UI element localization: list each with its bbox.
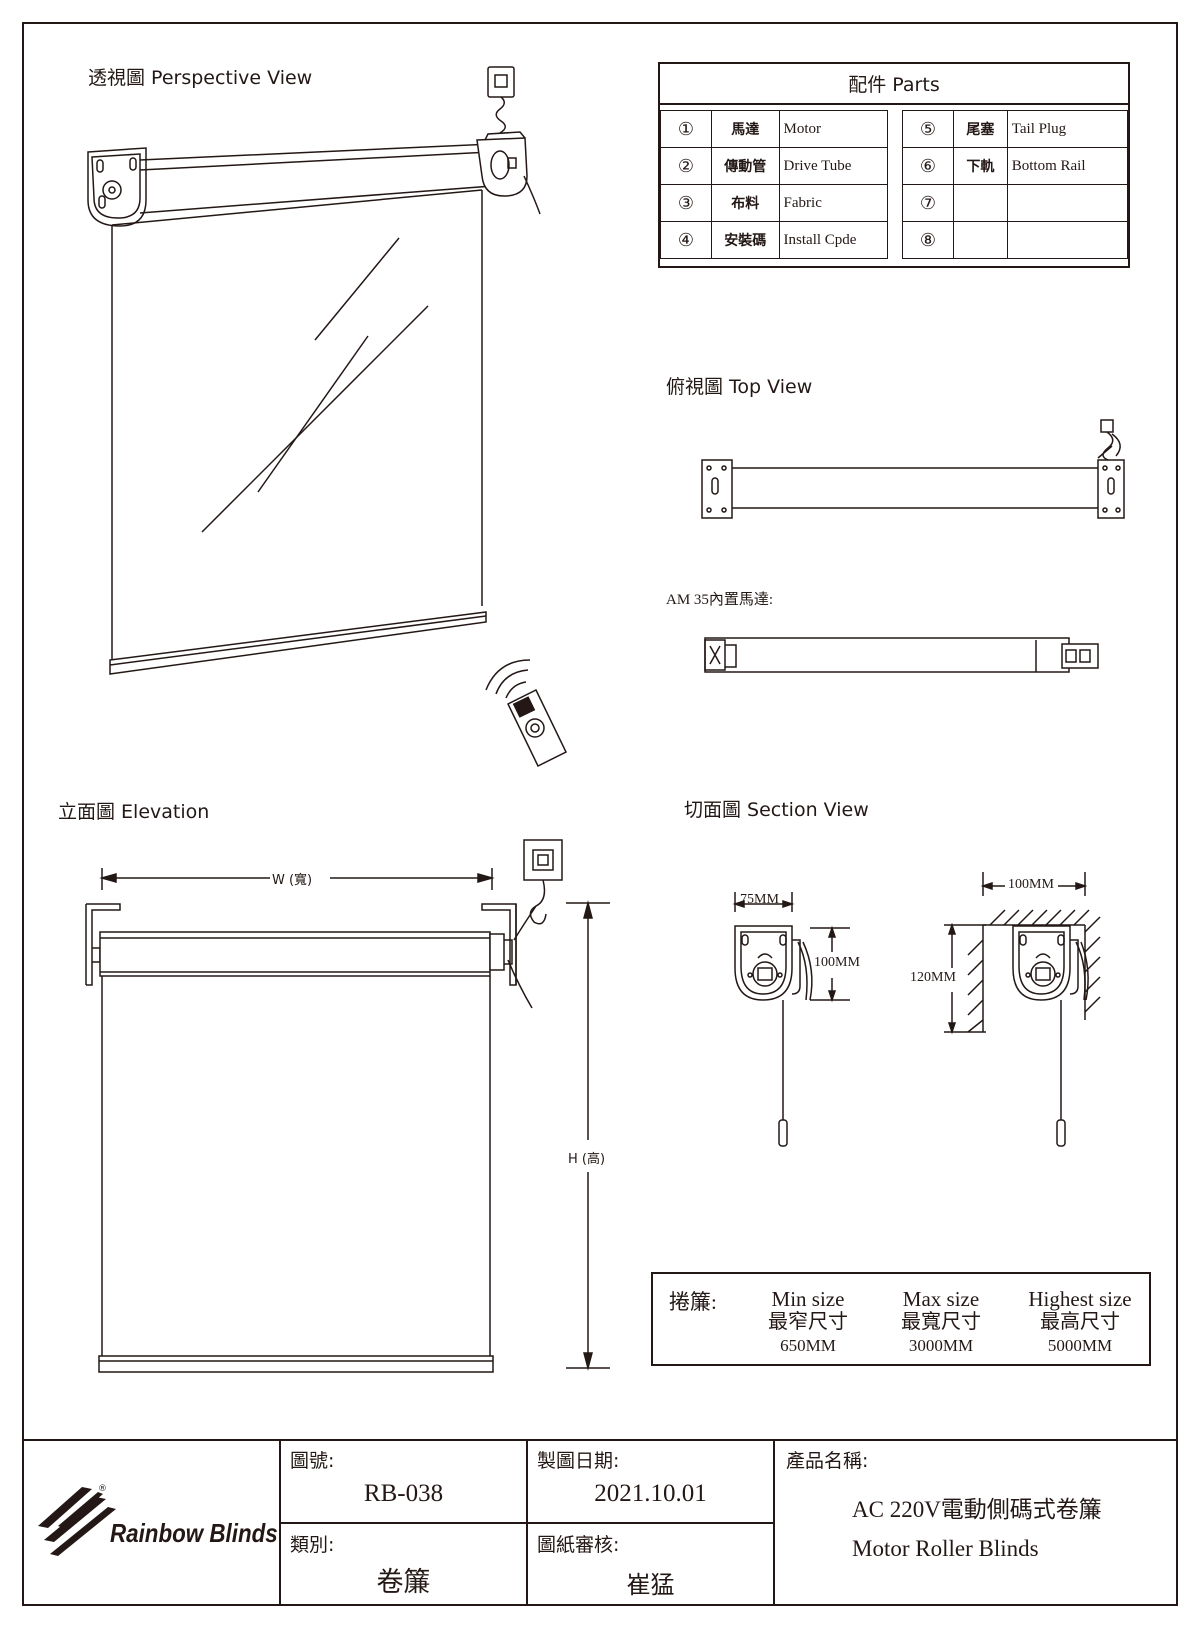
drawing-date: 2021.10.01 — [594, 1480, 707, 1507]
part-name-zh — [953, 221, 1008, 259]
perspective-blind — [87, 66, 541, 675]
elevation-drawing — [85, 839, 610, 1373]
spec-min-value: 650MM — [780, 1336, 836, 1355]
table-row: ⑧ — [902, 221, 1129, 259]
spec-highest-en: Highest size — [1028, 1287, 1132, 1311]
spec-max-value: 3000MM — [908, 1336, 974, 1355]
top-view-drawing — [701, 419, 1125, 519]
spec-label: 捲簾: — [669, 1290, 717, 1314]
spec-min-en: Min size — [771, 1287, 845, 1311]
category-label: 類別: — [290, 1534, 335, 1556]
top-view-title: 俯視圖 Top View — [666, 376, 813, 398]
part-name-en: Bottom Rail — [1006, 147, 1129, 185]
parts-title: 配件 Parts — [848, 73, 940, 96]
registered-mark: ® — [98, 1484, 107, 1494]
part-name-en — [1006, 184, 1129, 222]
remote-control — [485, 659, 567, 768]
section-view-left — [732, 892, 850, 1147]
dim-100mm-right: 100MM — [1008, 877, 1054, 892]
product-name-zh: AC 220V電動側碼式卷簾 — [852, 1497, 1102, 1522]
review-label: 圖紙審核: — [537, 1534, 620, 1556]
spec-min-zh: 最窄尺寸 — [768, 1311, 848, 1333]
drawing-frame — [22, 22, 1178, 1606]
drawing-no: RB-038 — [363, 1480, 444, 1507]
part-name-en: Motor — [778, 110, 889, 148]
spec-min: Min size 最窄尺寸 650MM — [753, 1288, 863, 1357]
motor-drawing — [704, 637, 1099, 673]
section-view-right — [944, 872, 1101, 1147]
spec-max-zh: 最寬尺寸 — [901, 1311, 981, 1333]
logo-mark — [38, 1487, 116, 1556]
width-dimension-label: W (寬) — [272, 873, 313, 888]
part-name-zh: 布料 — [711, 184, 780, 222]
part-name-zh: 下軌 — [953, 147, 1008, 185]
part-name-zh: 安裝碼 — [711, 221, 780, 259]
height-dimension-label: H (高) — [568, 1152, 606, 1167]
spec-highest-value: 5000MM — [1047, 1336, 1113, 1355]
parts-divider — [660, 103, 1128, 105]
spec-max: Max size 最寬尺寸 3000MM — [881, 1288, 1001, 1357]
spec-highest-zh: 最高尺寸 — [1040, 1311, 1120, 1333]
part-name-zh — [953, 184, 1008, 222]
part-name-zh: 馬達 — [711, 110, 780, 148]
part-name-zh: 尾塞 — [953, 110, 1008, 148]
elevation-title: 立面圖 Elevation — [58, 801, 210, 823]
part-name-en: Fabric — [778, 184, 889, 222]
part-number: ⑤ — [902, 110, 954, 148]
part-number: ④ — [660, 221, 712, 259]
spec-highest: Highest size 最高尺寸 5000MM — [1015, 1288, 1145, 1357]
drawing-no-label: 圖號: — [290, 1450, 335, 1472]
brand-name: Rainbow Blinds — [110, 1518, 278, 1548]
size-spec-box: 捲簾: Min size 最窄尺寸 650MM Max size 最寬尺寸 30… — [651, 1272, 1151, 1366]
dim-100mm-left: 100MM — [814, 955, 860, 970]
dim-120mm: 120MM — [910, 970, 956, 985]
part-number: ② — [660, 147, 712, 185]
part-number: ⑦ — [902, 184, 954, 222]
parts-panel — [658, 62, 1130, 268]
motor-label: AM 35內置馬達: — [666, 592, 774, 608]
perspective-view-title: 透視圖 Perspective View — [88, 67, 313, 89]
category-value: 卷簾 — [376, 1567, 431, 1598]
title-block-grid — [22, 1439, 1178, 1606]
part-number: ③ — [660, 184, 712, 222]
section-view-title: 切面圖 Section View — [684, 799, 869, 821]
part-name-zh: 傳動管 — [711, 147, 780, 185]
part-name-en: Tail Plug — [1006, 110, 1129, 148]
part-number: ⑥ — [902, 147, 954, 185]
product-label: 產品名稱: — [786, 1450, 869, 1472]
table-row: ⑦ — [902, 184, 1129, 222]
reviewer: 崔猛 — [626, 1571, 675, 1599]
spec-max-en: Max size — [902, 1287, 980, 1311]
part-number: ① — [660, 110, 712, 148]
product-name-en: Motor Roller Blinds — [852, 1536, 1039, 1561]
dim-75mm: 75MM — [740, 892, 779, 907]
part-name-en: Drive Tube — [778, 147, 889, 185]
date-label: 製圖日期: — [537, 1450, 620, 1472]
part-name-en: Install Cpde — [778, 221, 889, 259]
part-name-en — [1006, 221, 1129, 259]
part-number: ⑧ — [902, 221, 954, 259]
